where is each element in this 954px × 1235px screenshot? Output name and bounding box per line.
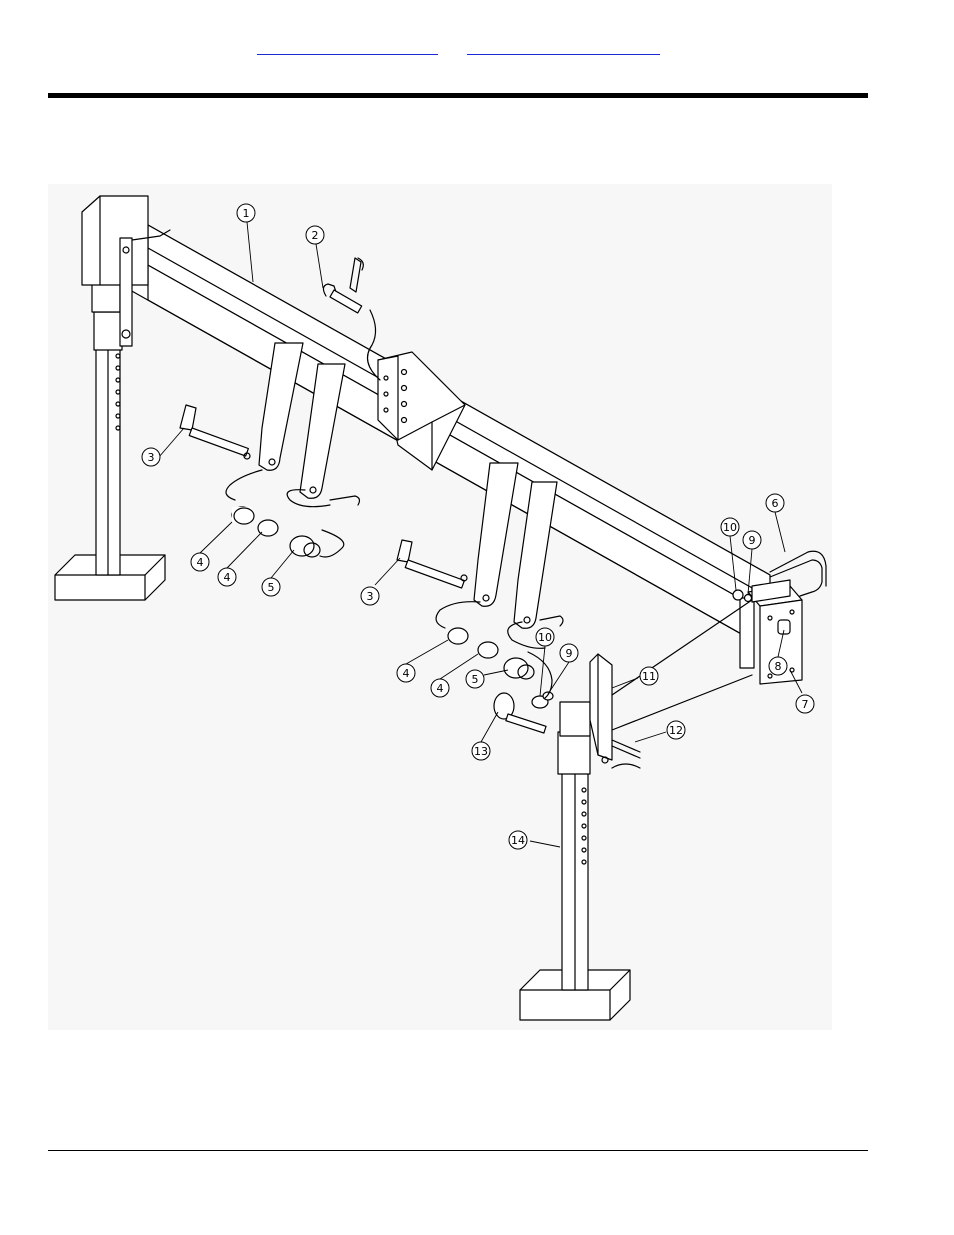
svg-text:3: 3 <box>367 590 374 603</box>
svg-text:8: 8 <box>775 660 782 673</box>
svg-text:4: 4 <box>437 682 444 695</box>
svg-text:11: 11 <box>642 670 656 683</box>
hitch-pin-top <box>323 258 363 313</box>
svg-text:5: 5 <box>268 581 275 594</box>
callout-4-right-b: 4 <box>431 679 449 697</box>
callout-4-left-a: 4 <box>191 553 209 571</box>
callout-9-bottom: 9 <box>560 644 578 662</box>
svg-text:6: 6 <box>772 497 779 510</box>
svg-text:4: 4 <box>197 556 204 569</box>
footer-rule <box>48 1150 868 1151</box>
tie-rod-upper <box>612 600 752 695</box>
svg-text:1: 1 <box>243 207 250 220</box>
svg-text:2: 2 <box>312 229 319 242</box>
tie-rod-lower <box>612 675 752 730</box>
callout-4-right-a: 4 <box>397 664 415 682</box>
callout-1: 1 <box>237 204 255 222</box>
callout-13: 13 <box>472 742 490 760</box>
svg-text:10: 10 <box>723 521 737 534</box>
svg-text:5: 5 <box>472 673 479 686</box>
svg-text:9: 9 <box>749 534 756 547</box>
svg-text:14: 14 <box>511 834 525 847</box>
callout-10-top: 10 <box>721 518 739 536</box>
right-bushings <box>448 628 534 679</box>
callout-9-top: 9 <box>743 531 761 549</box>
callout-7: 7 <box>796 695 814 713</box>
callout-4-left-b: 4 <box>218 568 236 586</box>
callout-6: 6 <box>766 494 784 512</box>
right-pin <box>397 540 467 588</box>
leader-line-right-bushing-c <box>528 652 552 698</box>
svg-text:10: 10 <box>538 631 552 644</box>
left-pin <box>180 405 250 459</box>
leader-line-right-bushing-a <box>436 602 480 628</box>
svg-text:4: 4 <box>224 571 231 584</box>
callout-11: 11 <box>640 667 658 685</box>
callout-5-left: 5 <box>262 578 280 596</box>
clip-left <box>330 496 359 505</box>
svg-text:4: 4 <box>403 667 410 680</box>
svg-text:13: 13 <box>474 745 488 758</box>
callout-5-right: 5 <box>466 670 484 688</box>
svg-text:7: 7 <box>802 698 809 711</box>
callout-2: 2 <box>306 226 324 244</box>
callout-3-right: 3 <box>361 587 379 605</box>
svg-text:12: 12 <box>669 724 683 737</box>
leader-line-left-bushing-c <box>320 530 344 557</box>
right-stand <box>520 654 630 1020</box>
svg-text:9: 9 <box>566 647 573 660</box>
callout-10-bottom: 10 <box>536 628 554 646</box>
callout-3-left: 3 <box>142 448 160 466</box>
leader-line-left-bushing-a <box>226 470 262 500</box>
callout-8: 8 <box>769 657 787 675</box>
clip-right <box>540 616 563 626</box>
svg-text:3: 3 <box>148 451 155 464</box>
callout-14: 14 <box>509 831 527 849</box>
callout-12: 12 <box>667 721 685 739</box>
